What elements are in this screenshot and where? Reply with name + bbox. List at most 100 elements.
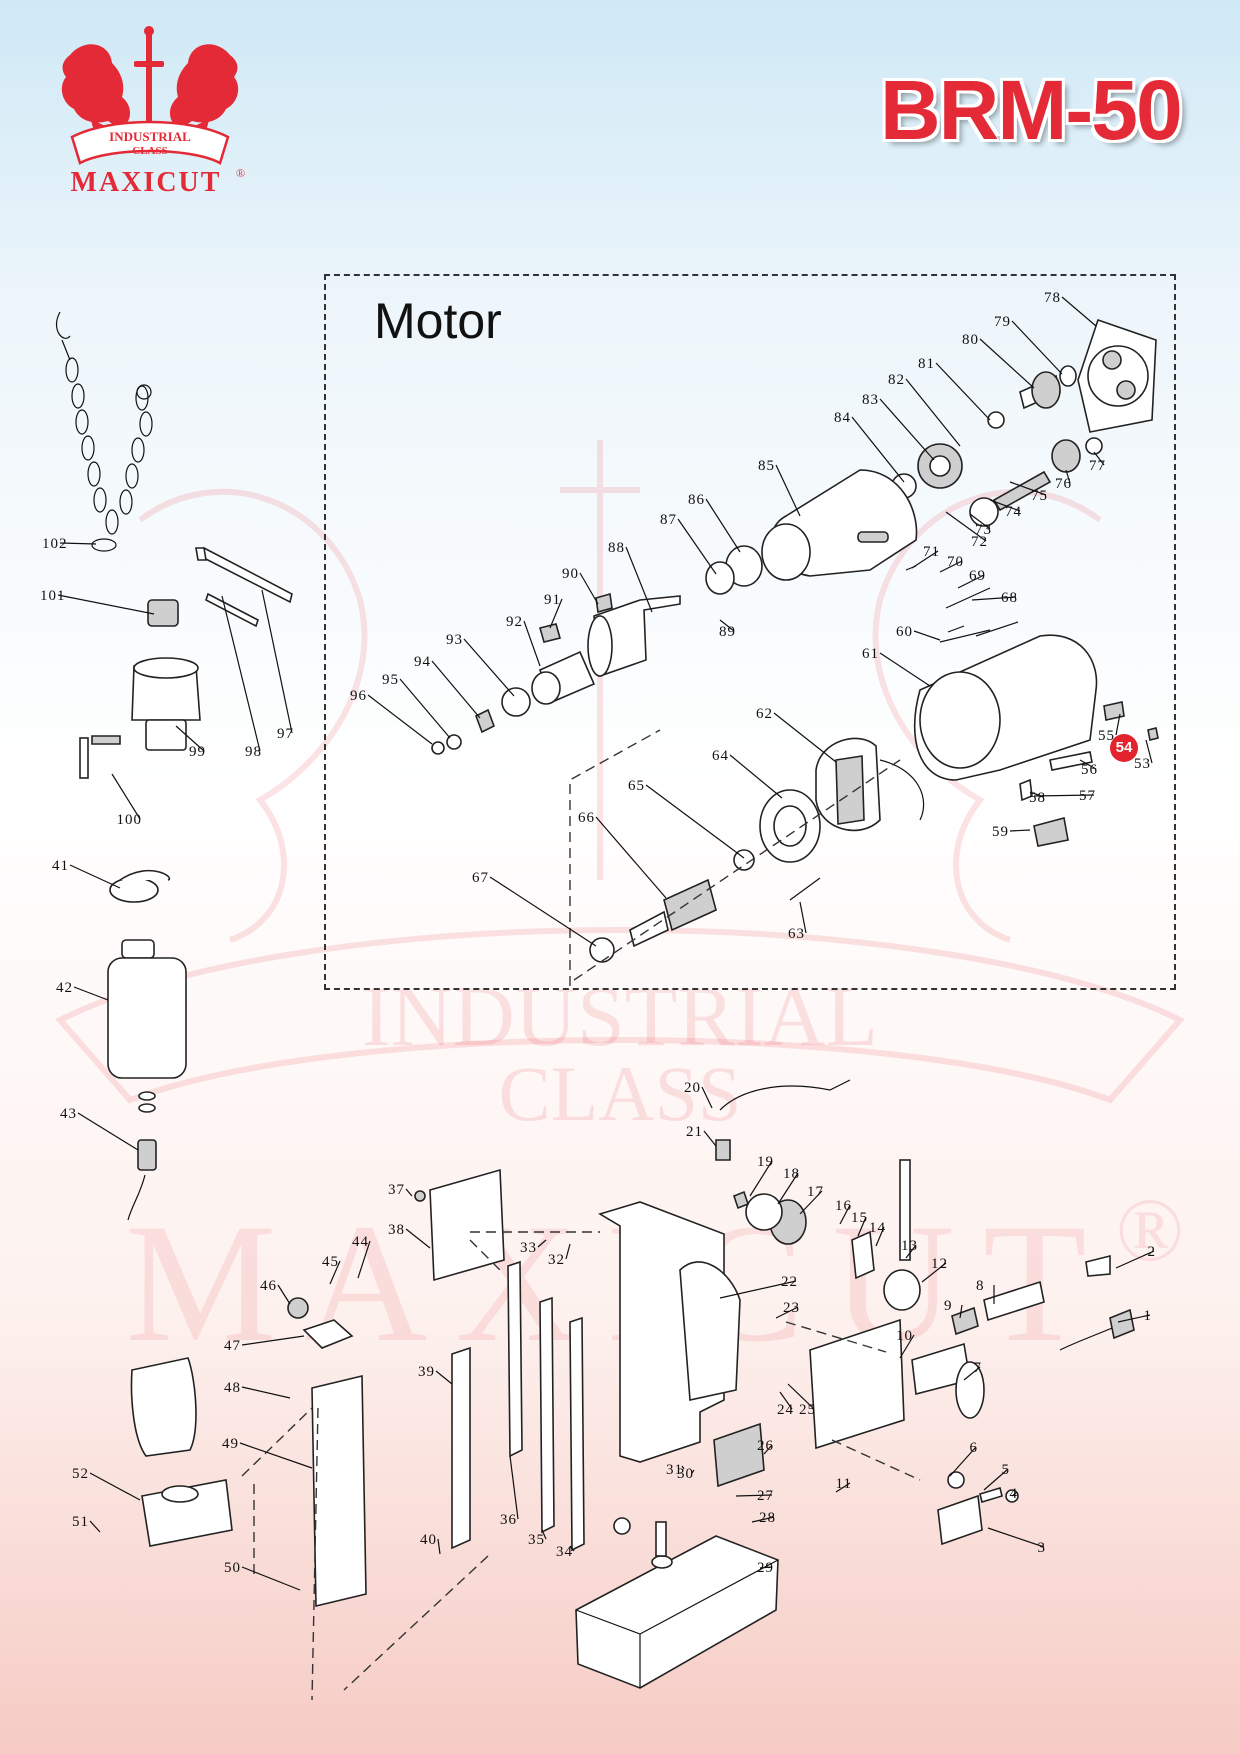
leader-line-42 <box>73 986 109 1001</box>
logo-banner-bottom: CLASS <box>132 145 167 157</box>
leader-line-10 <box>899 1334 915 1359</box>
leader-line-41 <box>69 864 121 889</box>
leader-line-57 <box>1033 794 1095 797</box>
leader-line-63 <box>799 901 807 934</box>
part-number-2: 2 <box>1148 1244 1157 1260</box>
leader-line-55 <box>1115 713 1121 736</box>
part-number-62: 62 <box>756 706 773 722</box>
part-number-94: 94 <box>414 654 431 670</box>
part-number-65: 65 <box>628 778 645 794</box>
part-number-28: 28 <box>759 1510 776 1526</box>
part-number-77: 77 <box>1089 458 1106 474</box>
part-number-27: 27 <box>757 1488 774 1504</box>
leader-line-12 <box>921 1262 947 1283</box>
part-number-72: 72 <box>971 534 988 550</box>
part-number-76: 76 <box>1055 476 1072 492</box>
leader-line-48 <box>241 1386 291 1399</box>
hex-keys <box>195 546 293 628</box>
part-number-75: 75 <box>1031 488 1048 504</box>
leader-line-9 <box>959 1304 963 1319</box>
leader-line-86 <box>705 498 741 553</box>
part-number-51: 51 <box>72 1514 89 1530</box>
leader-line-31 <box>681 1465 685 1470</box>
part-number-31: 31 <box>666 1462 683 1478</box>
chain-assembly <box>55 311 153 552</box>
lion-right-icon <box>169 44 239 130</box>
leader-line-50 <box>241 1566 301 1591</box>
leader-line-5 <box>983 1468 1009 1491</box>
leader-line-72 <box>945 511 987 542</box>
part-number-21: 21 <box>686 1124 703 1140</box>
leader-line-93 <box>463 638 515 697</box>
part-number-10: 10 <box>896 1328 913 1344</box>
leader-line-87 <box>677 518 717 575</box>
leader-line-21 <box>703 1130 717 1147</box>
part-number-101: 101 <box>40 588 66 604</box>
part-number-78: 78 <box>1044 290 1061 306</box>
leader-line-65 <box>645 784 745 859</box>
part-number-18: 18 <box>783 1166 800 1182</box>
part-number-87: 87 <box>660 512 677 528</box>
leader-line-13 <box>905 1244 917 1259</box>
part-number-58: 58 <box>1029 790 1046 806</box>
part-number-69: 69 <box>969 568 986 584</box>
leader-line-49 <box>239 1442 313 1469</box>
part-number-26: 26 <box>757 1438 774 1454</box>
leader-line-1 <box>1117 1314 1151 1323</box>
part-number-99: 99 <box>189 744 206 760</box>
leader-line-40 <box>437 1538 441 1555</box>
part-number-5: 5 <box>1002 1462 1011 1478</box>
leader-line-85 <box>775 464 801 517</box>
brand-watermark: INDUSTRIAL CLASS MAXICUT ® <box>55 440 1185 1377</box>
leader-line-96 <box>367 694 433 745</box>
part-number-35: 35 <box>528 1532 545 1548</box>
part-number-79: 79 <box>994 314 1011 330</box>
leader-line-73 <box>969 513 991 530</box>
leader-line-3 <box>987 1527 1045 1548</box>
watermark-line3: MAXICUT <box>125 1189 1114 1377</box>
part-number-44: 44 <box>352 1234 369 1250</box>
leader-line-98 <box>221 595 261 752</box>
part-number-25: 25 <box>799 1402 816 1418</box>
part-number-74: 74 <box>1005 504 1022 520</box>
part-number-95: 95 <box>382 672 399 688</box>
leader-line-79 <box>1011 320 1063 375</box>
leader-line-89 <box>719 619 735 632</box>
leader-line-61 <box>879 652 931 687</box>
leader-line-15 <box>857 1216 867 1237</box>
leader-line-53 <box>1145 739 1153 764</box>
part-number-68: 68 <box>1001 590 1018 606</box>
part-number-82: 82 <box>888 372 905 388</box>
leader-line-66 <box>595 816 667 899</box>
part-number-17: 17 <box>807 1184 824 1200</box>
part-number-4: 4 <box>1010 1486 1019 1502</box>
leader-line-80 <box>979 338 1035 389</box>
part-number-39: 39 <box>418 1364 435 1380</box>
leader-line-47 <box>241 1335 305 1346</box>
part-number-93: 93 <box>446 632 463 648</box>
leader-line-14 <box>875 1226 885 1247</box>
leader-line-2 <box>1115 1250 1155 1269</box>
part-number-43: 43 <box>60 1106 77 1122</box>
maxicut-logo: INDUSTRIAL CLASS MAXICUT ® <box>61 26 245 198</box>
leader-line-84 <box>851 416 905 483</box>
part-number-100: 100 <box>117 812 143 828</box>
part-number-34: 34 <box>556 1544 573 1560</box>
part-number-32: 32 <box>548 1252 565 1268</box>
leader-line-56 <box>1079 759 1097 770</box>
part-number-41: 41 <box>52 858 69 874</box>
leader-line-82 <box>905 378 961 447</box>
part-number-9: 9 <box>944 1298 953 1314</box>
part-number-3: 3 <box>1038 1540 1047 1556</box>
leader-line-60 <box>913 630 941 641</box>
part-number-30: 30 <box>677 1466 694 1482</box>
leader-line-99 <box>175 725 205 752</box>
leader-line-83 <box>879 398 935 461</box>
leader-line-100 <box>111 773 141 820</box>
part-number-48: 48 <box>224 1380 241 1396</box>
motor-parts <box>431 318 1159 963</box>
part-number-81: 81 <box>918 356 935 372</box>
leader-line-32 <box>565 1243 571 1260</box>
logo-brand-name: MAXICUT <box>71 167 222 198</box>
